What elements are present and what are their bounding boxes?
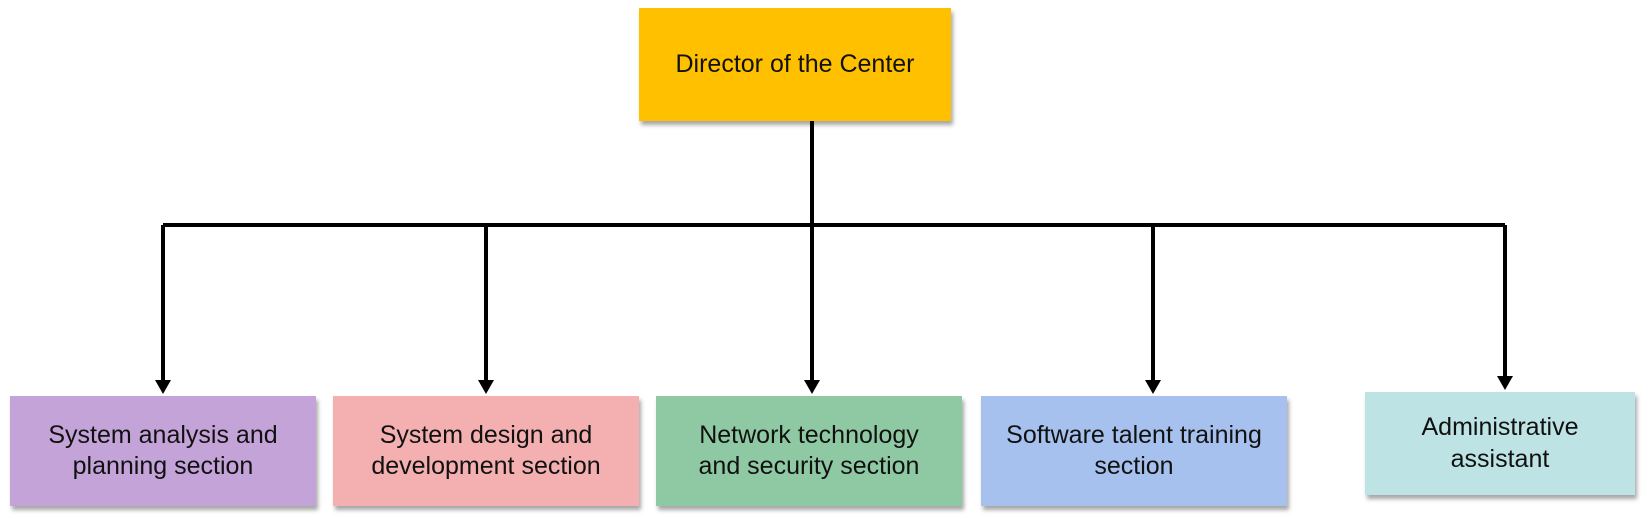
arrowhead-3 bbox=[804, 380, 820, 394]
section-box-administrative-assistant: Administrative assistant bbox=[1365, 392, 1635, 495]
section-label-system-design: System design and development section bbox=[371, 420, 601, 480]
director-label: Director of the Center bbox=[675, 49, 915, 78]
section-box-software-training: Software talent training section bbox=[981, 396, 1287, 506]
director-box: Director of the Center bbox=[639, 8, 951, 121]
section-label-network-security: Network technology and security section bbox=[698, 420, 920, 480]
section-label-administrative-assistant: Administrative assistant bbox=[1421, 413, 1579, 473]
arrowhead-5 bbox=[1497, 376, 1513, 390]
arrowhead-4 bbox=[1145, 380, 1161, 394]
section-label-system-analysis: System analysis and planning section bbox=[48, 420, 278, 480]
section-box-system-design: System design and development section bbox=[333, 396, 639, 506]
section-label-software-training: Software talent training section bbox=[1006, 420, 1262, 480]
section-box-system-analysis: System analysis and planning section bbox=[10, 396, 316, 506]
arrowhead-1 bbox=[155, 380, 171, 394]
arrowhead-2 bbox=[478, 380, 494, 394]
section-box-network-security: Network technology and security section bbox=[656, 396, 962, 506]
